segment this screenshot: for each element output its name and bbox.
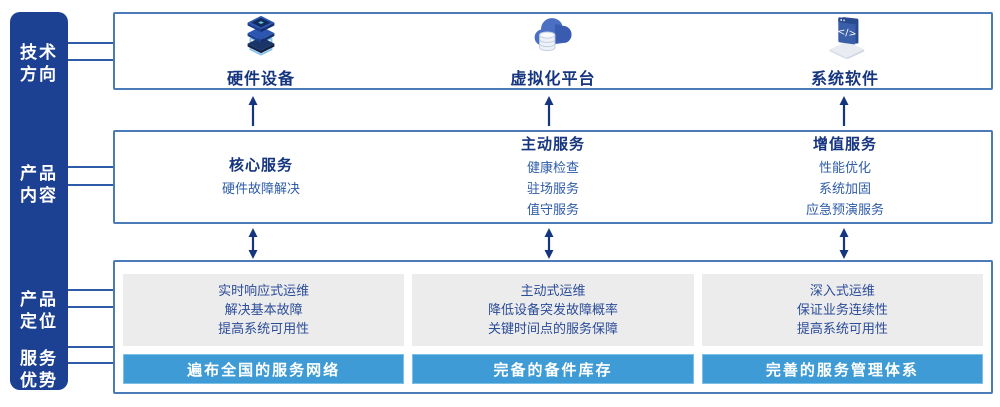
positioning-line: 深入式运维 — [809, 283, 875, 299]
tech-col-hardware: 硬件设备 — [115, 14, 407, 88]
svg-text:</>: </> — [837, 26, 856, 40]
positioning-line: 提高系统可用性 — [218, 321, 310, 337]
sidebar-label-product-positioning: 产品 定位 — [10, 289, 68, 333]
sidebar-label-line: 优势 — [20, 371, 58, 391]
service-item: 系统加固 — [818, 182, 871, 197]
service-title: 增值服务 — [812, 135, 877, 153]
software-window-icon: </> — [822, 13, 868, 63]
tech-label-software: 系统软件 — [810, 69, 879, 88]
connector-line — [68, 166, 113, 168]
positioning-panel: 实时响应式运维 解决基本故障 提高系统可用性 — [123, 274, 405, 346]
tech-label-hardware: 硬件设备 — [226, 69, 295, 88]
sidebar-bar: 技术 方向 产品 内容 产品 定位 服务 优势 — [10, 12, 68, 392]
service-item: 值守服务 — [526, 203, 579, 218]
positioning-box: 实时响应式运维 解决基本故障 提高系统可用性 遍布全国的服务网络 主动式运维 降… — [113, 260, 993, 394]
positioning-line: 解决基本故障 — [224, 302, 303, 318]
positioning-line: 降低设备突发故障概率 — [487, 302, 618, 318]
sidebar-label-line: 定位 — [20, 312, 58, 332]
sidebar-label-line: 产品 — [20, 164, 58, 184]
hardware-stack-icon — [238, 13, 284, 63]
service-col-active: 主动服务 健康检查 驻场服务 值守服务 — [407, 132, 699, 222]
connector-line — [68, 362, 113, 364]
positioning-line: 保证业务连续性 — [796, 302, 888, 318]
tech-col-software: </> 系统软件 — [699, 14, 991, 88]
service-item: 健康检查 — [526, 161, 579, 176]
service-title: 核心服务 — [228, 156, 293, 174]
service-title: 主动服务 — [520, 135, 585, 153]
double-arrow-icon — [542, 228, 556, 259]
service-col-core: 核心服务 硬件故障解决 — [115, 132, 407, 222]
advantage-banner: 完善的服务管理体系 — [701, 354, 983, 384]
positioning-col-realtime: 实时响应式运维 解决基本故障 提高系统可用性 遍布全国的服务网络 — [123, 274, 405, 392]
double-arrow-icon — [246, 228, 260, 259]
up-arrow-icon — [837, 96, 851, 127]
advantage-banner: 完备的备件库存 — [412, 354, 694, 384]
sidebar-label-line: 方向 — [20, 65, 58, 85]
positioning-col-indepth: 深入式运维 保证业务连续性 提高系统可用性 完善的服务管理体系 — [701, 274, 983, 392]
cloud-database-icon — [530, 13, 576, 63]
sidebar-label-line: 内容 — [20, 186, 58, 206]
up-arrow-icon — [542, 96, 556, 127]
tech-direction-box: 硬件设备 虚拟化平台 — [113, 12, 993, 90]
sidebar-label-tech-direction: 技术 方向 — [10, 42, 68, 86]
positioning-col-proactive: 主动式运维 降低设备突发故障概率 关键时间点的服务保障 完备的备件库存 — [412, 274, 694, 392]
sidebar-label-product-content: 产品 内容 — [10, 163, 68, 207]
product-content-box: 核心服务 硬件故障解决 主动服务 健康检查 驻场服务 值守服务 增值服务 性能优… — [113, 130, 993, 224]
connector-line — [68, 59, 113, 61]
sidebar-label-line: 服务 — [20, 349, 58, 369]
positioning-panel: 主动式运维 降低设备突发故障概率 关键时间点的服务保障 — [412, 274, 694, 346]
positioning-line: 实时响应式运维 — [218, 283, 310, 299]
service-item: 应急预演服务 — [805, 203, 884, 218]
tech-label-virtualization: 虚拟化平台 — [510, 69, 596, 88]
positioning-line: 主动式运维 — [520, 283, 586, 299]
double-arrow-icon — [837, 228, 851, 259]
connector-line — [68, 306, 113, 308]
positioning-line: 关键时间点的服务保障 — [487, 321, 618, 337]
positioning-line: 提高系统可用性 — [796, 321, 888, 337]
up-arrow-icon — [246, 96, 260, 127]
connector-line — [68, 289, 113, 291]
positioning-panel: 深入式运维 保证业务连续性 提高系统可用性 — [701, 274, 983, 346]
connector-line — [68, 42, 113, 44]
service-item: 性能优化 — [818, 161, 871, 176]
service-item: 驻场服务 — [526, 182, 579, 197]
sidebar-label-line: 技术 — [20, 43, 58, 63]
sidebar-label-line: 产品 — [20, 290, 58, 310]
service-item: 硬件故障解决 — [221, 182, 300, 197]
advantage-banner: 遍布全国的服务网络 — [123, 354, 405, 384]
sidebar-label-service-advantage: 服务 优势 — [10, 348, 68, 392]
connector-line — [68, 184, 113, 186]
connector-line — [68, 346, 113, 348]
service-col-value-added: 增值服务 性能优化 系统加固 应急预演服务 — [699, 132, 991, 222]
tech-col-virtualization: 虚拟化平台 — [407, 14, 699, 88]
